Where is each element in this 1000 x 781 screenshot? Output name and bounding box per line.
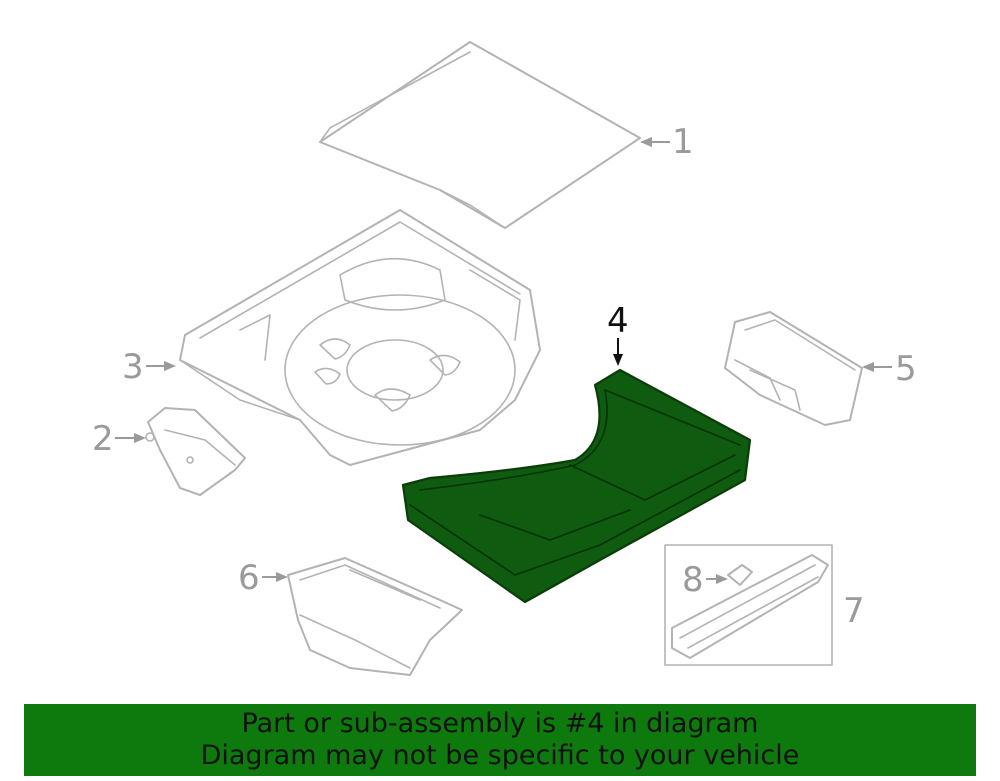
callout-4: 4 [607, 301, 629, 366]
callout-2: 2 [92, 419, 146, 459]
callout-5: 5 [862, 349, 917, 389]
part-8-clip[interactable] [727, 564, 753, 586]
callout-8: 8 [682, 560, 728, 600]
part-4-highlighted-tray[interactable] [401, 368, 752, 604]
part-3-spare-tire-well[interactable] [179, 209, 541, 466]
callout-label-7: 7 [843, 591, 865, 631]
part-7-group-box[interactable] [664, 544, 833, 666]
callout-label-1: 1 [672, 122, 694, 162]
callout-3: 3 [122, 347, 176, 387]
parts-diagram: 1 2 3 4 5 6 7 8 [92, 41, 917, 676]
banner-line-2: Diagram may not be specific to your vehi… [200, 740, 800, 771]
callout-6: 6 [238, 558, 288, 598]
callout-1: 1 [640, 122, 694, 162]
part-5-side-storage-box[interactable] [724, 311, 863, 426]
callout-7: 7 [843, 591, 865, 631]
callout-label-2: 2 [92, 419, 114, 459]
banner-line-1: Part or sub-assembly is #4 in diagram [241, 708, 759, 739]
callout-label-3: 3 [122, 347, 144, 387]
callout-label-6: 6 [238, 558, 260, 598]
part-1-floor-cover[interactable] [319, 41, 641, 229]
callout-label-4: 4 [607, 301, 629, 341]
info-banner: Part or sub-assembly is #4 in diagram Di… [24, 704, 976, 776]
part-2-bracket[interactable] [145, 407, 246, 496]
callout-label-8: 8 [682, 560, 704, 600]
callout-label-5: 5 [895, 349, 917, 389]
part-6-storage-tray[interactable] [287, 557, 463, 676]
